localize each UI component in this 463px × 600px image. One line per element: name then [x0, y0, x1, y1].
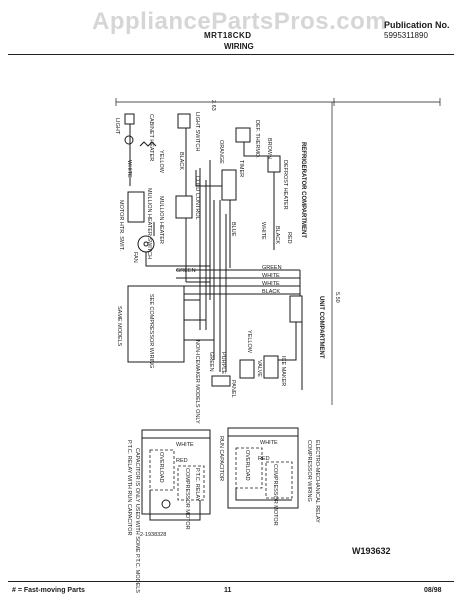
ice-maker-valve-body: [239, 359, 255, 379]
wire-label-purple: PURPLE: [220, 352, 226, 374]
ice-maker-label: ICE MAKER: [280, 356, 286, 386]
wire-label-white-2: WHITE: [260, 222, 266, 240]
defrost-thermostat-label: DEF. THERMO.: [254, 120, 260, 159]
defrost-timer-body: [221, 169, 237, 201]
wire-connector: [185, 218, 210, 283]
mullion-heater-label: MULLION HEATER: [158, 196, 164, 244]
section-title: WIRING: [224, 42, 254, 51]
ptc-motor-outline: [177, 465, 205, 501]
cold-control-label: COLD CONTROL: [194, 176, 200, 220]
em-wiring: [227, 427, 299, 501]
ptc-overload-label: OVERLOAD: [158, 452, 164, 483]
cabinet-heater-label: CABINET HEATER: [148, 114, 154, 161]
ice-maker-body: [263, 355, 279, 379]
part-ref-label: 2-1938328: [140, 532, 166, 538]
panel-heater-label: PANEL: [230, 380, 236, 398]
defrost-thermostat-body: [235, 127, 251, 143]
unit-wiring: [270, 270, 303, 390]
compressor-box-wires: [184, 299, 214, 341]
wire-bundle: [199, 168, 227, 372]
wire-label-blue: BLUE: [230, 222, 236, 237]
wire-label-yellow-2: YELLOW: [246, 330, 252, 354]
em-overload-label: OVERLOAD: [244, 450, 250, 481]
compressor-wiring-label: SEE COMPRESSOR WIRING: [148, 294, 154, 368]
panel-heater-body: [211, 375, 231, 387]
refrigerator-compartment-label: REFRIGERATOR COMPARTMENT: [300, 142, 306, 238]
dimension-right: 5.50: [334, 292, 340, 303]
em-title-label: COMPRESSOR WIRING: [306, 440, 312, 502]
light-switch-label: LIGHT SWITCH: [194, 112, 200, 151]
mullion-switch-body: [127, 191, 145, 223]
wire-label-orange: ORANGE: [218, 140, 224, 164]
ptc-overload-outline: [149, 449, 175, 491]
ptc-white-label: WHITE: [176, 442, 194, 448]
em-motor-label: COMPRESSOR MOTOR: [272, 464, 278, 526]
em-red-label: RED: [258, 456, 270, 462]
fan-label: FAN: [132, 252, 138, 263]
wire-label-yellow: YELLOW: [158, 150, 164, 174]
unit-connector-block: [289, 295, 303, 323]
wire-label-white-4: WHITE: [262, 281, 280, 287]
relay-note-2-label: CAPACITOR IS ONLY USED WITH SOME P.T.C. …: [134, 448, 140, 593]
wire-label-black-3: BLACK: [262, 289, 280, 295]
unit-compartment-label: UNIT COMPARTMENT: [318, 296, 324, 359]
light-label: LIGHT: [114, 118, 120, 135]
ptc-wiring: [141, 429, 211, 521]
em-relay-label: ELECTRO-MECHANICAL RELAY: [314, 440, 320, 523]
wire-harness-horizontal: [176, 269, 300, 295]
non-ice-models-label: NON-ICEMAKER MODELS ONLY: [194, 340, 200, 424]
defrost-heater-label: DEFROST HEATER: [282, 160, 288, 210]
compressor-wiring-box: [127, 285, 185, 363]
ptc-motor-label: COMPRESSOR MOTOR: [184, 468, 190, 530]
ice-maker-valve-label: VALVE: [256, 360, 262, 377]
defrost-timer-label: TIMER: [238, 160, 244, 177]
light-socket: [124, 113, 135, 125]
motor-harness-label: MOTOR HTR. SWIT.: [118, 200, 124, 251]
em-white-label: WHITE: [260, 440, 278, 446]
wire-label-green-2: GREEN: [176, 268, 196, 274]
publication-number: 5995311890: [384, 31, 428, 40]
watermark-logo: AppliancePartsPros.com: [92, 8, 388, 35]
wire-label-white: WHITE: [126, 160, 132, 178]
publication-date: 08/98: [424, 587, 442, 594]
wire-label-green-3: GREEN: [208, 352, 214, 372]
wire-label-black-2: BLACK: [274, 226, 280, 244]
ptc-red-label: RED: [176, 458, 188, 464]
page-number: 11: [224, 587, 232, 594]
run-capacitor-icon: [161, 499, 171, 509]
em-motor-outline: [265, 461, 293, 499]
wire-trunk: [129, 124, 275, 300]
title-rule: [8, 54, 454, 55]
electromechanical-frame: [227, 435, 299, 509]
em-overload-outline: [235, 447, 263, 489]
light-switch-body: [177, 113, 191, 129]
same-models-label: SAME MODELS: [116, 306, 122, 347]
wire-label-black: BLACK: [178, 152, 184, 170]
light-bulb-icon: [124, 135, 134, 145]
ptc-relay-label: P.T.C. RELAY: [194, 468, 200, 502]
publication-label: Publication No.: [384, 20, 450, 30]
footer-note: # = Fast-moving Parts: [12, 587, 85, 594]
cabinet-heater-coil: [139, 141, 157, 147]
wire-label-green: GREEN: [262, 265, 282, 271]
dimension-left: 2.63: [210, 100, 216, 111]
wire-label-brown: BROWN: [266, 138, 272, 159]
mullion-heater-switch-label: MULLION HEATER SWITCH: [146, 188, 152, 259]
run-capacitor-label: RUN CAPACITOR: [218, 436, 224, 481]
fan-hub-icon: [143, 241, 149, 247]
model-number: MRT18CKD: [204, 31, 252, 40]
ptc-relay-frame: [141, 437, 211, 515]
bottom-rule: [8, 581, 454, 582]
relay-note-label: P.T.C. RELAY WITH RUN CAPACITOR: [126, 440, 132, 535]
cold-control-body: [175, 195, 193, 219]
wire-label-white-3: WHITE: [262, 273, 280, 279]
diagram-code: W193632: [352, 546, 391, 556]
wire-label-red: RED: [286, 232, 292, 244]
